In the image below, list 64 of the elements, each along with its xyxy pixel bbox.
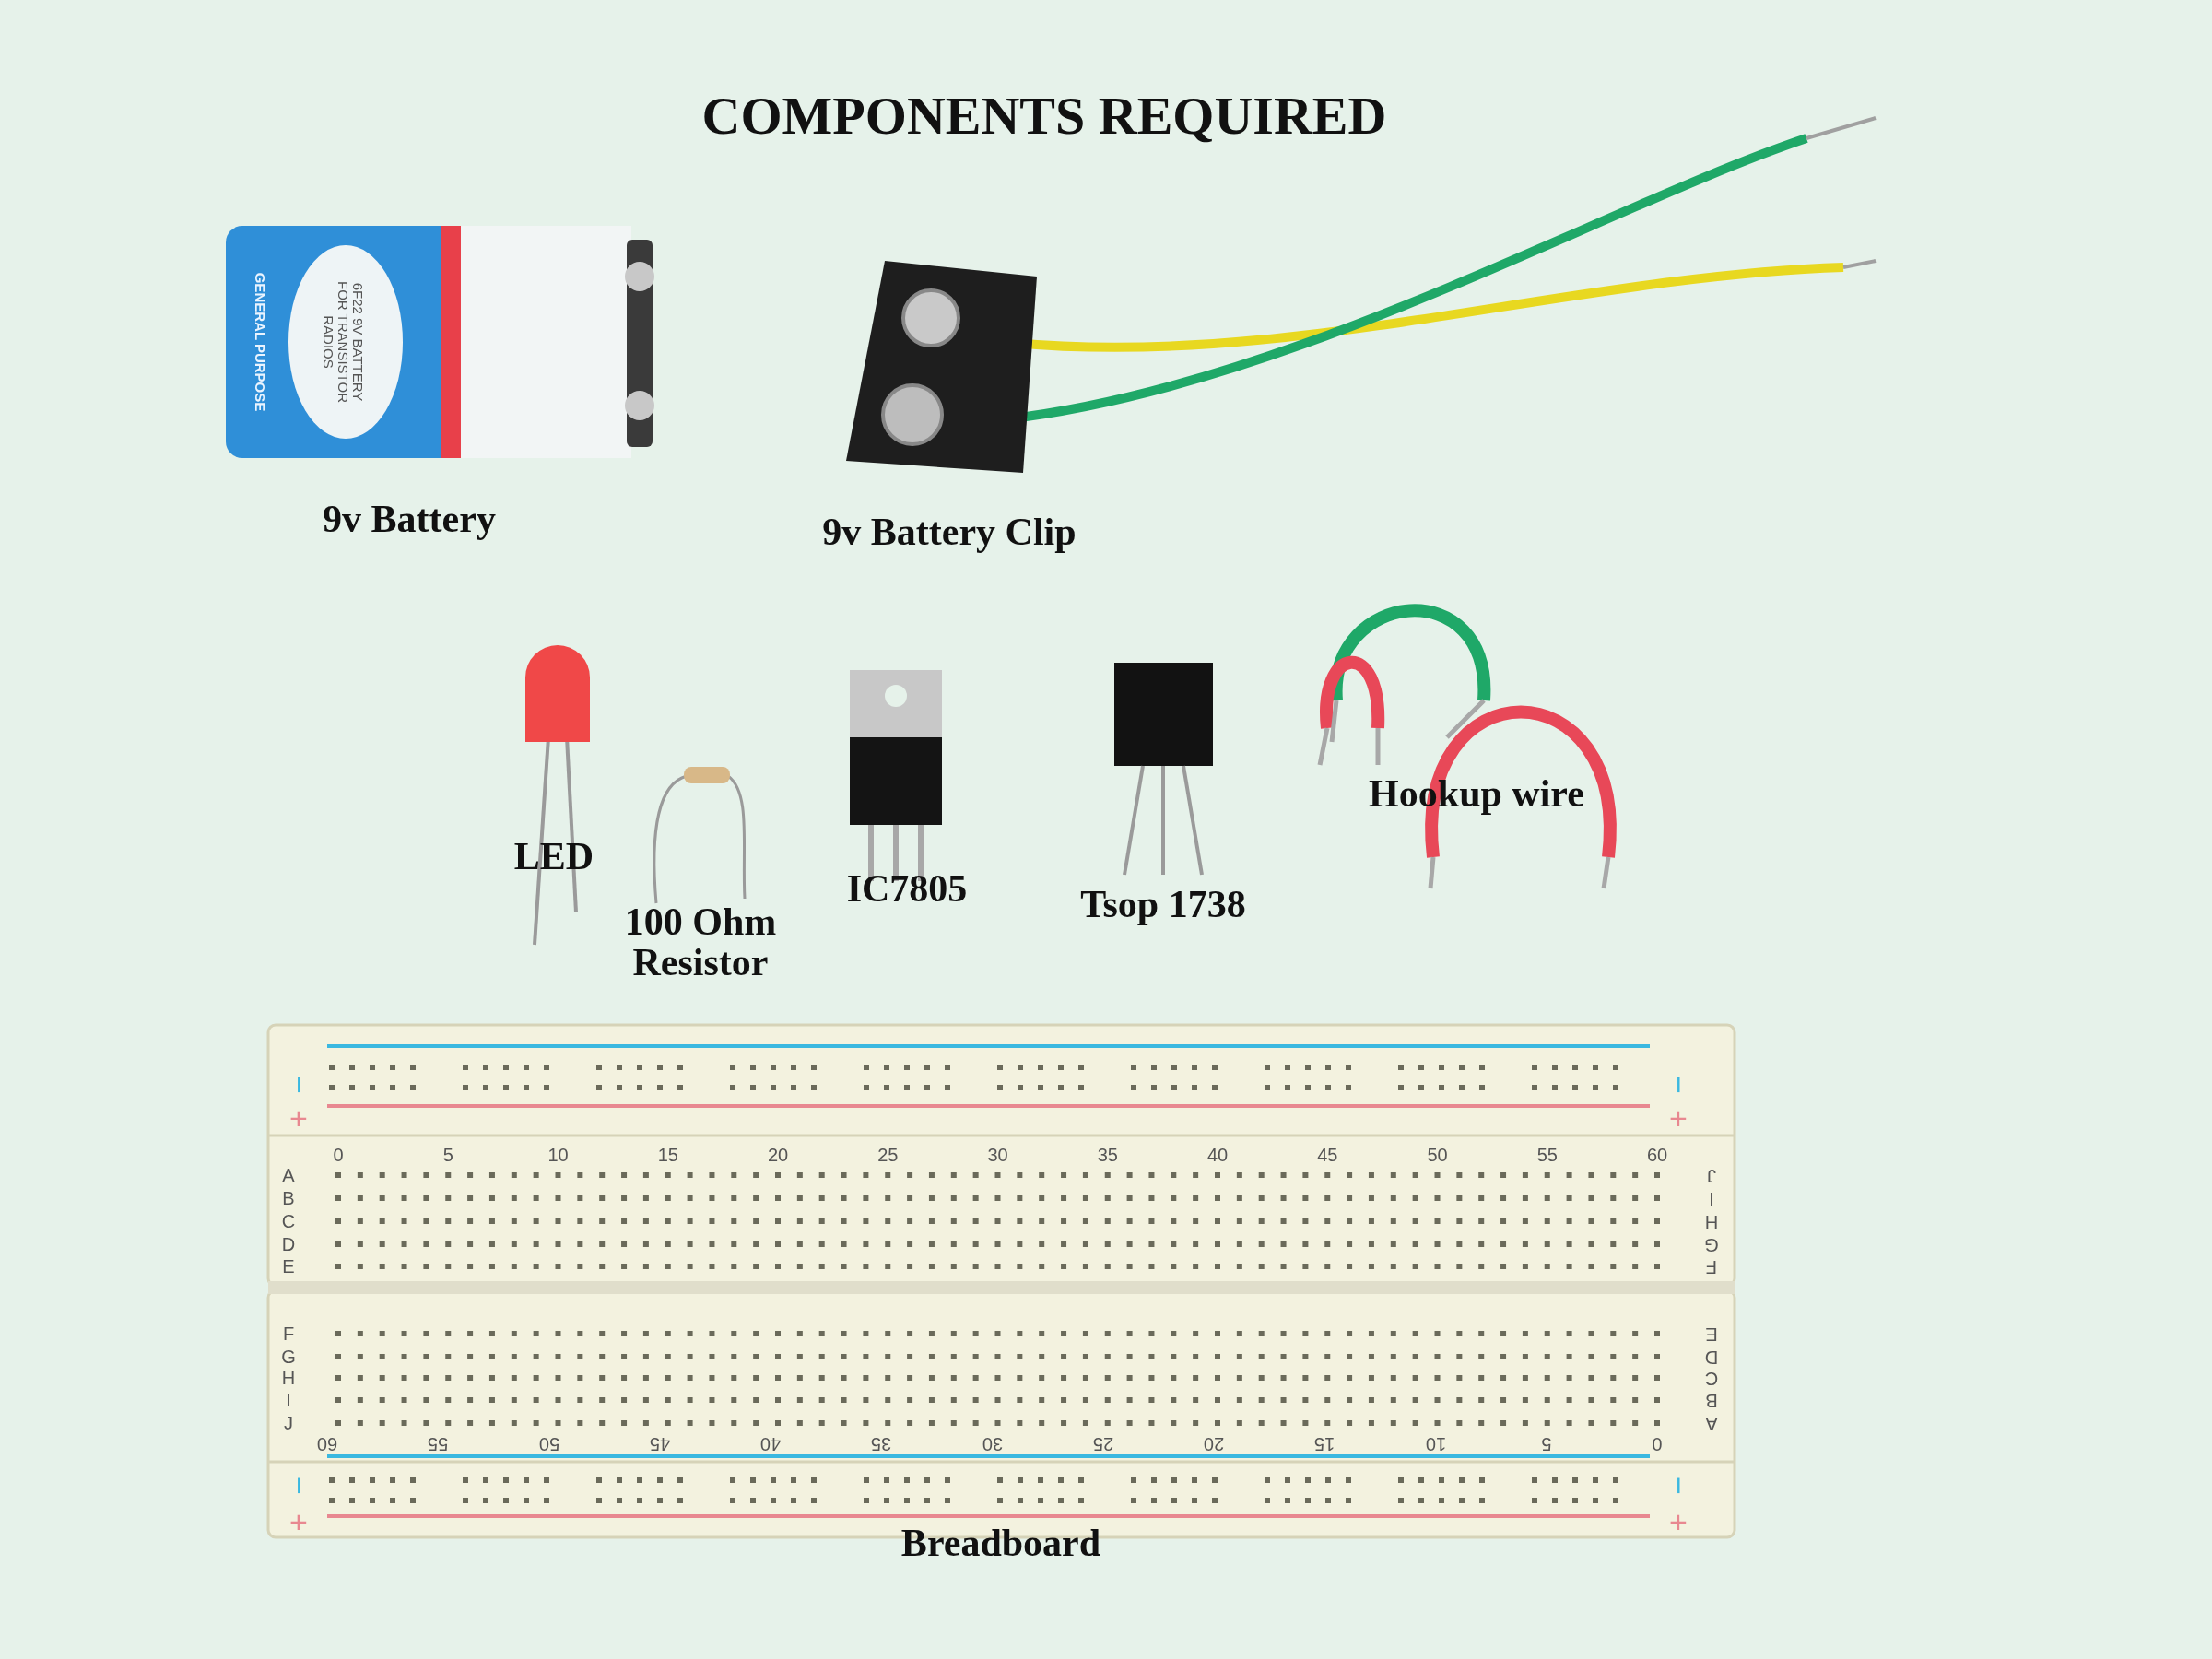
component-caption: Tsop 1738 xyxy=(1080,883,1246,925)
row-letter: C xyxy=(281,1211,296,1231)
component-caption: LED xyxy=(513,835,594,877)
row-letter: F xyxy=(282,1324,295,1344)
column-number: 0 xyxy=(1652,1433,1663,1453)
column-number: 25 xyxy=(877,1145,899,1165)
rail-sign: + xyxy=(1669,1102,1688,1135)
printed-label: GENERAL PURPOSE xyxy=(253,272,267,412)
column-number: 10 xyxy=(1425,1433,1446,1453)
row-letter: E xyxy=(282,1256,295,1277)
column-number: 55 xyxy=(1536,1145,1558,1165)
row-letter: G xyxy=(1704,1234,1719,1254)
rail-sign: + xyxy=(289,1102,308,1135)
rail-sign: − xyxy=(282,1477,315,1495)
column-number: 45 xyxy=(1317,1145,1338,1165)
row-letter: C xyxy=(1704,1368,1719,1388)
column-number: 10 xyxy=(547,1145,569,1165)
row-letter: I xyxy=(286,1390,291,1410)
row-letter: E xyxy=(1705,1324,1718,1344)
rail-sign: − xyxy=(1662,1076,1695,1094)
component-caption: IC7805 xyxy=(846,867,968,910)
column-number: 60 xyxy=(316,1433,338,1453)
column-number: 45 xyxy=(649,1433,670,1453)
column-number: 30 xyxy=(987,1145,1008,1165)
column-number: 35 xyxy=(871,1433,892,1453)
row-letter: I xyxy=(1709,1188,1714,1208)
column-number: 50 xyxy=(1427,1145,1448,1165)
row-letter: A xyxy=(1705,1413,1718,1433)
component-caption: 9v Battery xyxy=(323,498,496,540)
rail-sign: − xyxy=(1662,1477,1695,1495)
component-caption: Breadboard xyxy=(900,1522,1101,1564)
row-letter: J xyxy=(1707,1165,1716,1185)
component-caption: 100 Ohm Resistor xyxy=(623,900,778,983)
rail-sign: − xyxy=(282,1076,315,1094)
column-number: 5 xyxy=(1541,1433,1552,1453)
row-letter: A xyxy=(282,1165,295,1185)
column-number: 15 xyxy=(657,1145,678,1165)
row-letter: B xyxy=(1705,1390,1718,1410)
rail-sign: + xyxy=(1669,1506,1688,1539)
rail-sign: + xyxy=(289,1506,308,1539)
column-number: 40 xyxy=(1206,1145,1229,1165)
row-letter: J xyxy=(284,1413,293,1433)
component-caption: 9v Battery Clip xyxy=(822,511,1077,553)
column-number: 35 xyxy=(1097,1145,1118,1165)
column-number: 20 xyxy=(1203,1433,1225,1453)
row-letter: D xyxy=(281,1234,296,1254)
row-letter: B xyxy=(282,1188,295,1208)
row-letter: G xyxy=(281,1347,296,1367)
column-number: 30 xyxy=(982,1433,1003,1453)
column-number: 40 xyxy=(759,1433,782,1453)
column-number: 0 xyxy=(333,1145,344,1165)
row-letter: F xyxy=(1705,1256,1718,1277)
column-number: 50 xyxy=(538,1433,559,1453)
column-number: 25 xyxy=(1092,1433,1113,1453)
column-number: 60 xyxy=(1646,1145,1668,1165)
column-number: 15 xyxy=(1314,1433,1335,1453)
column-number: 55 xyxy=(428,1433,449,1453)
row-letter: D xyxy=(1704,1347,1719,1367)
column-number: 5 xyxy=(442,1145,453,1165)
title: COMPONENTS REQUIRED xyxy=(701,88,1387,145)
column-number: 20 xyxy=(767,1145,789,1165)
row-letter: H xyxy=(281,1368,296,1388)
printed-label: 6F22 9V BATTERY FOR TRANSISTOR RADIOS xyxy=(321,280,365,405)
row-letter: H xyxy=(1704,1211,1719,1231)
